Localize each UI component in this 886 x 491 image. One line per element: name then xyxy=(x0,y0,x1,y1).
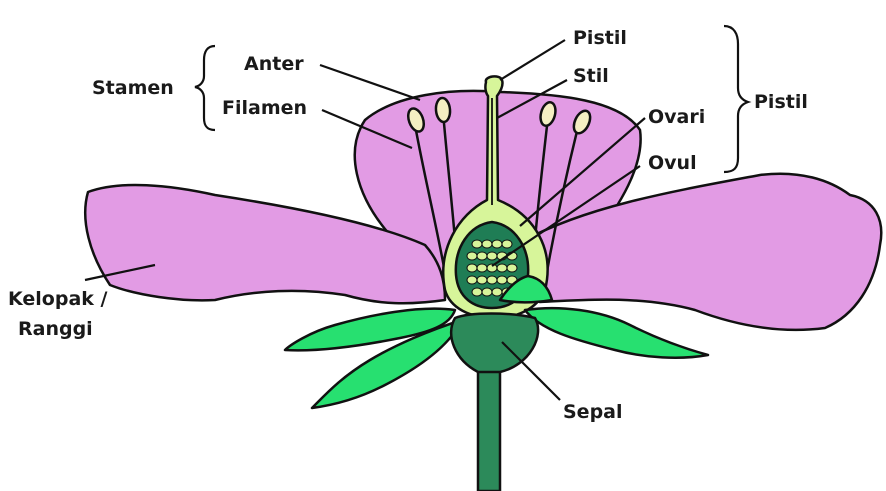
label-filamen: Filamen xyxy=(222,97,307,119)
receptacle xyxy=(451,314,538,373)
label-kelopak: Kelopak / xyxy=(8,288,108,310)
sepal-right xyxy=(525,308,708,358)
label-pistil-group: Pistil xyxy=(754,91,808,113)
label-pistil-top: Pistil xyxy=(573,27,627,49)
leader-anter xyxy=(320,65,420,100)
leader-pistil-top xyxy=(500,40,565,80)
stem xyxy=(478,365,500,491)
label-ranggi: Ranggi xyxy=(18,318,93,340)
label-stamen: Stamen xyxy=(92,77,174,99)
brace-pistil xyxy=(724,26,748,172)
anther xyxy=(435,97,451,122)
label-ovari: Ovari xyxy=(648,106,705,128)
label-sepal: Sepal xyxy=(563,401,623,423)
label-stil: Stil xyxy=(573,65,609,87)
label-anter: Anter xyxy=(244,53,304,75)
label-ovul: Ovul xyxy=(648,152,697,174)
brace-stamen xyxy=(195,46,215,130)
